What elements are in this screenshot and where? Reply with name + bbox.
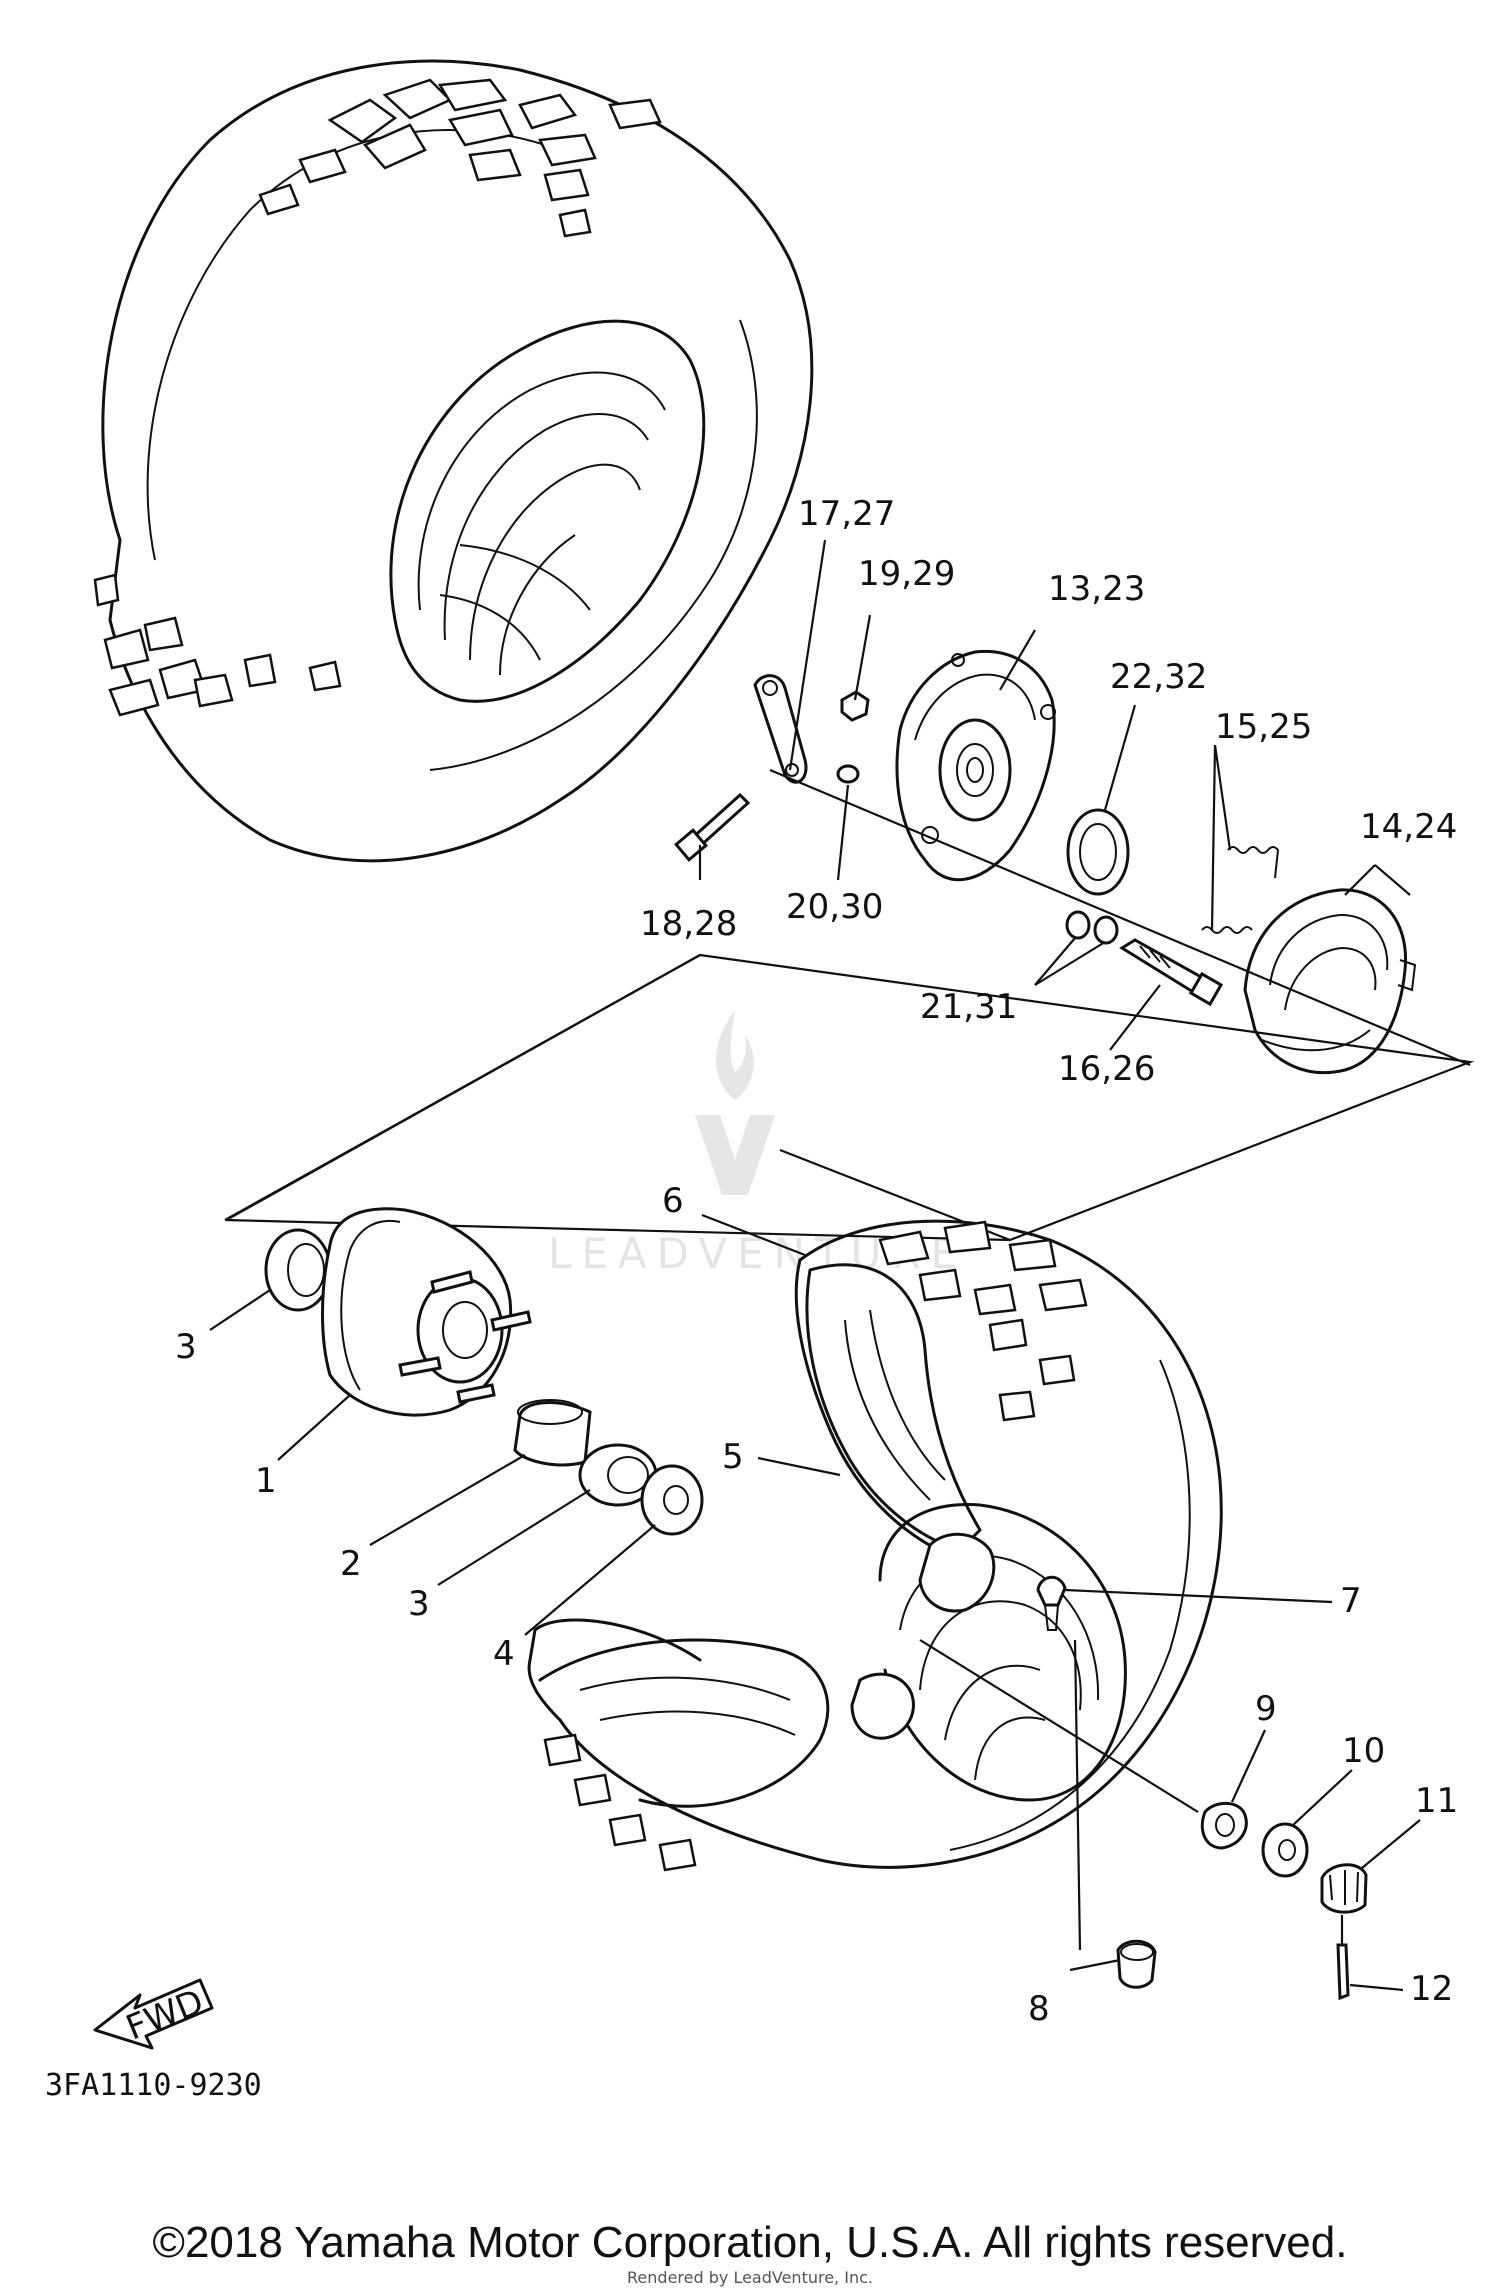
oil-seal-left bbox=[264, 1228, 332, 1312]
copyright-notice: ©2018 Yamaha Motor Corporation, U.S.A. A… bbox=[152, 2218, 1348, 2267]
label-19-29: 19,29 bbox=[858, 554, 955, 594]
oil-seal bbox=[1066, 808, 1130, 896]
label-3-right: 3 bbox=[408, 1584, 430, 1624]
spacer-collar bbox=[513, 1401, 592, 1467]
label-10: 10 bbox=[1342, 1731, 1385, 1771]
label-3-left: 3 bbox=[175, 1327, 197, 1367]
brake-shoes bbox=[1243, 888, 1408, 1075]
label-11: 11 bbox=[1415, 1781, 1458, 1821]
valve-cap-8 bbox=[1116, 1939, 1157, 1989]
label-21-31: 21,31 bbox=[920, 987, 1017, 1027]
spring bbox=[1227, 846, 1280, 879]
washer-small bbox=[1093, 915, 1119, 945]
label-16-26: 16,26 bbox=[1058, 1049, 1155, 1089]
label-4: 4 bbox=[493, 1634, 515, 1674]
label-5: 5 bbox=[722, 1437, 744, 1477]
label-2: 2 bbox=[340, 1544, 362, 1584]
label-14-24: 14,24 bbox=[1360, 807, 1457, 847]
hub-assembly bbox=[264, 1207, 704, 1536]
washer-10 bbox=[1261, 1822, 1309, 1878]
diagram-code: 3FA1110-9230 bbox=[45, 2068, 262, 2103]
small-parts bbox=[1116, 1801, 1368, 2001]
label-8: 8 bbox=[1028, 1989, 1050, 2029]
label-9: 9 bbox=[1255, 1689, 1277, 1729]
brake-assembly bbox=[674, 649, 1417, 1075]
label-22-32: 22,32 bbox=[1110, 657, 1207, 697]
spring bbox=[1201, 926, 1253, 934]
washer-4 bbox=[640, 1464, 704, 1536]
cam-lever bbox=[753, 674, 808, 784]
fwd-arrow: FWD bbox=[93, 1978, 214, 2050]
label-12: 12 bbox=[1410, 1969, 1453, 2009]
label-15-25: 15,25 bbox=[1215, 707, 1312, 747]
label-18-28: 18,28 bbox=[640, 904, 737, 944]
valve-stem bbox=[1036, 1575, 1067, 1631]
label-13-23: 13,23 bbox=[1048, 569, 1145, 609]
washer bbox=[836, 764, 860, 784]
label-7: 7 bbox=[1340, 1581, 1362, 1621]
label-1: 1 bbox=[255, 1461, 277, 1501]
nut-9 bbox=[1200, 1801, 1248, 1850]
bottom-tire bbox=[527, 1219, 1223, 1872]
label-20-30: 20,30 bbox=[786, 887, 883, 927]
part-labels: 17,27 19,29 13,23 22,32 15,25 14,24 18,2… bbox=[45, 494, 1458, 2103]
washer-small bbox=[1065, 910, 1091, 940]
rendered-by-credit: Rendered by LeadVenture, Inc. bbox=[627, 2268, 873, 2287]
label-6: 6 bbox=[662, 1181, 684, 1221]
label-17-27: 17,27 bbox=[798, 494, 895, 534]
cotter-pin-12 bbox=[1336, 1943, 1350, 2001]
fwd-label: FWD bbox=[121, 1982, 210, 2049]
leader-lines bbox=[209, 539, 1421, 1992]
top-tire bbox=[93, 59, 814, 863]
